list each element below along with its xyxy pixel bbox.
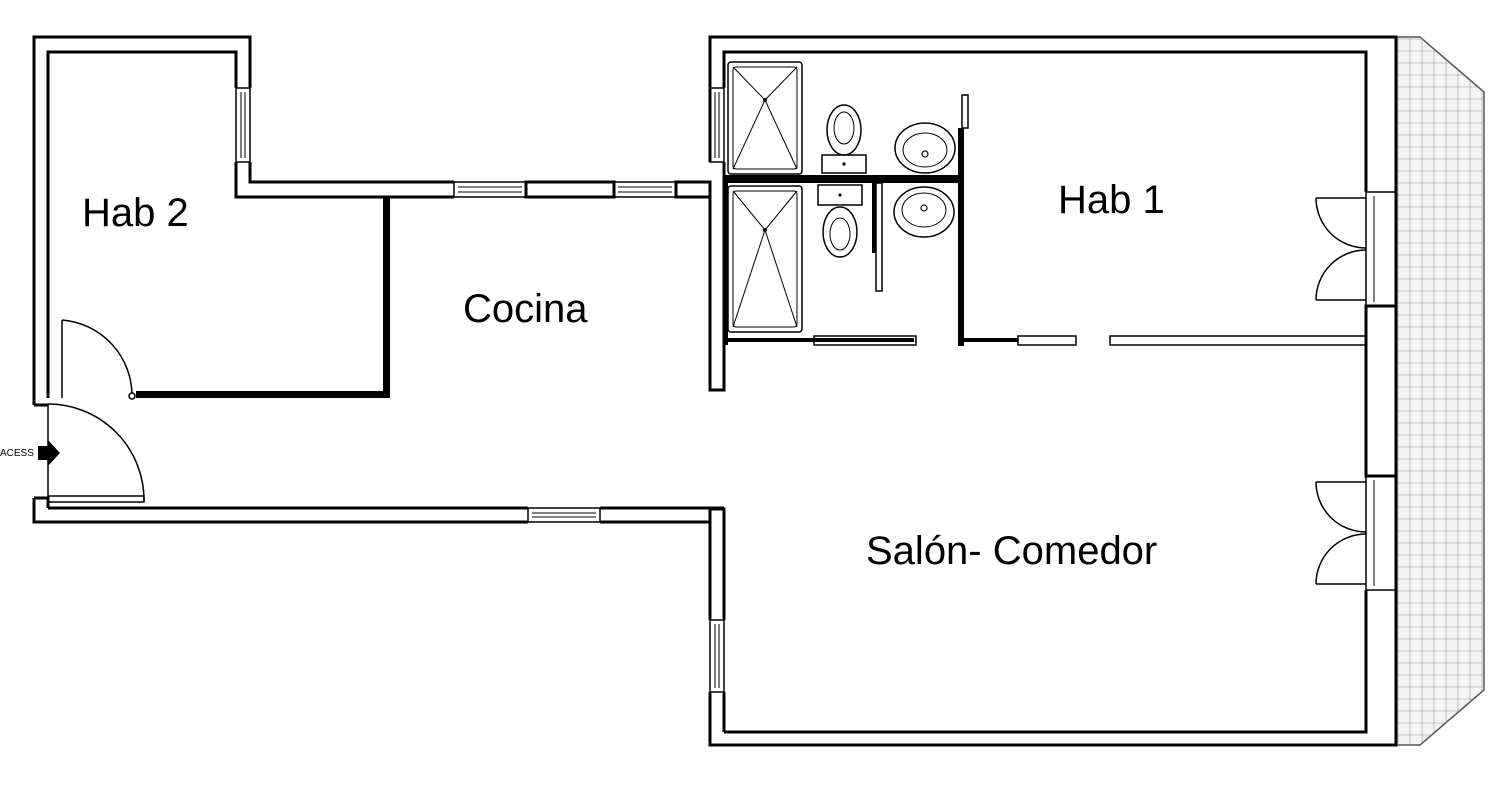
terrace [1395,36,1485,746]
bedroom-2-door [61,319,136,400]
room-label-hab-2: Hab 2 [82,191,189,235]
room-label-cocina: Cocina [463,287,588,331]
terrace-door-1 [1315,191,1397,307]
bedroom-1-partition [1109,335,1367,346]
toilet-1 [821,104,867,174]
terrace-door-2 [1315,475,1397,591]
corridor-walls [32,496,724,524]
shower-tray-2 [727,185,803,333]
entrance-door [47,403,145,503]
sink-2 [893,186,955,238]
entrance-arrow-icon [38,440,60,466]
sink-1 [894,122,956,174]
room-label-salon-comedor: Salón- Comedor [866,529,1157,573]
toilet-2 [817,184,863,258]
bathrooms [724,61,1077,346]
main-block-walls [708,35,1398,747]
entrance-label: ACESS [0,448,34,459]
shower-tray-1 [727,61,803,175]
bedroom-2-walls [32,35,454,407]
room-label-hab-1: Hab 1 [1058,178,1165,222]
kitchen-windows [453,180,712,199]
